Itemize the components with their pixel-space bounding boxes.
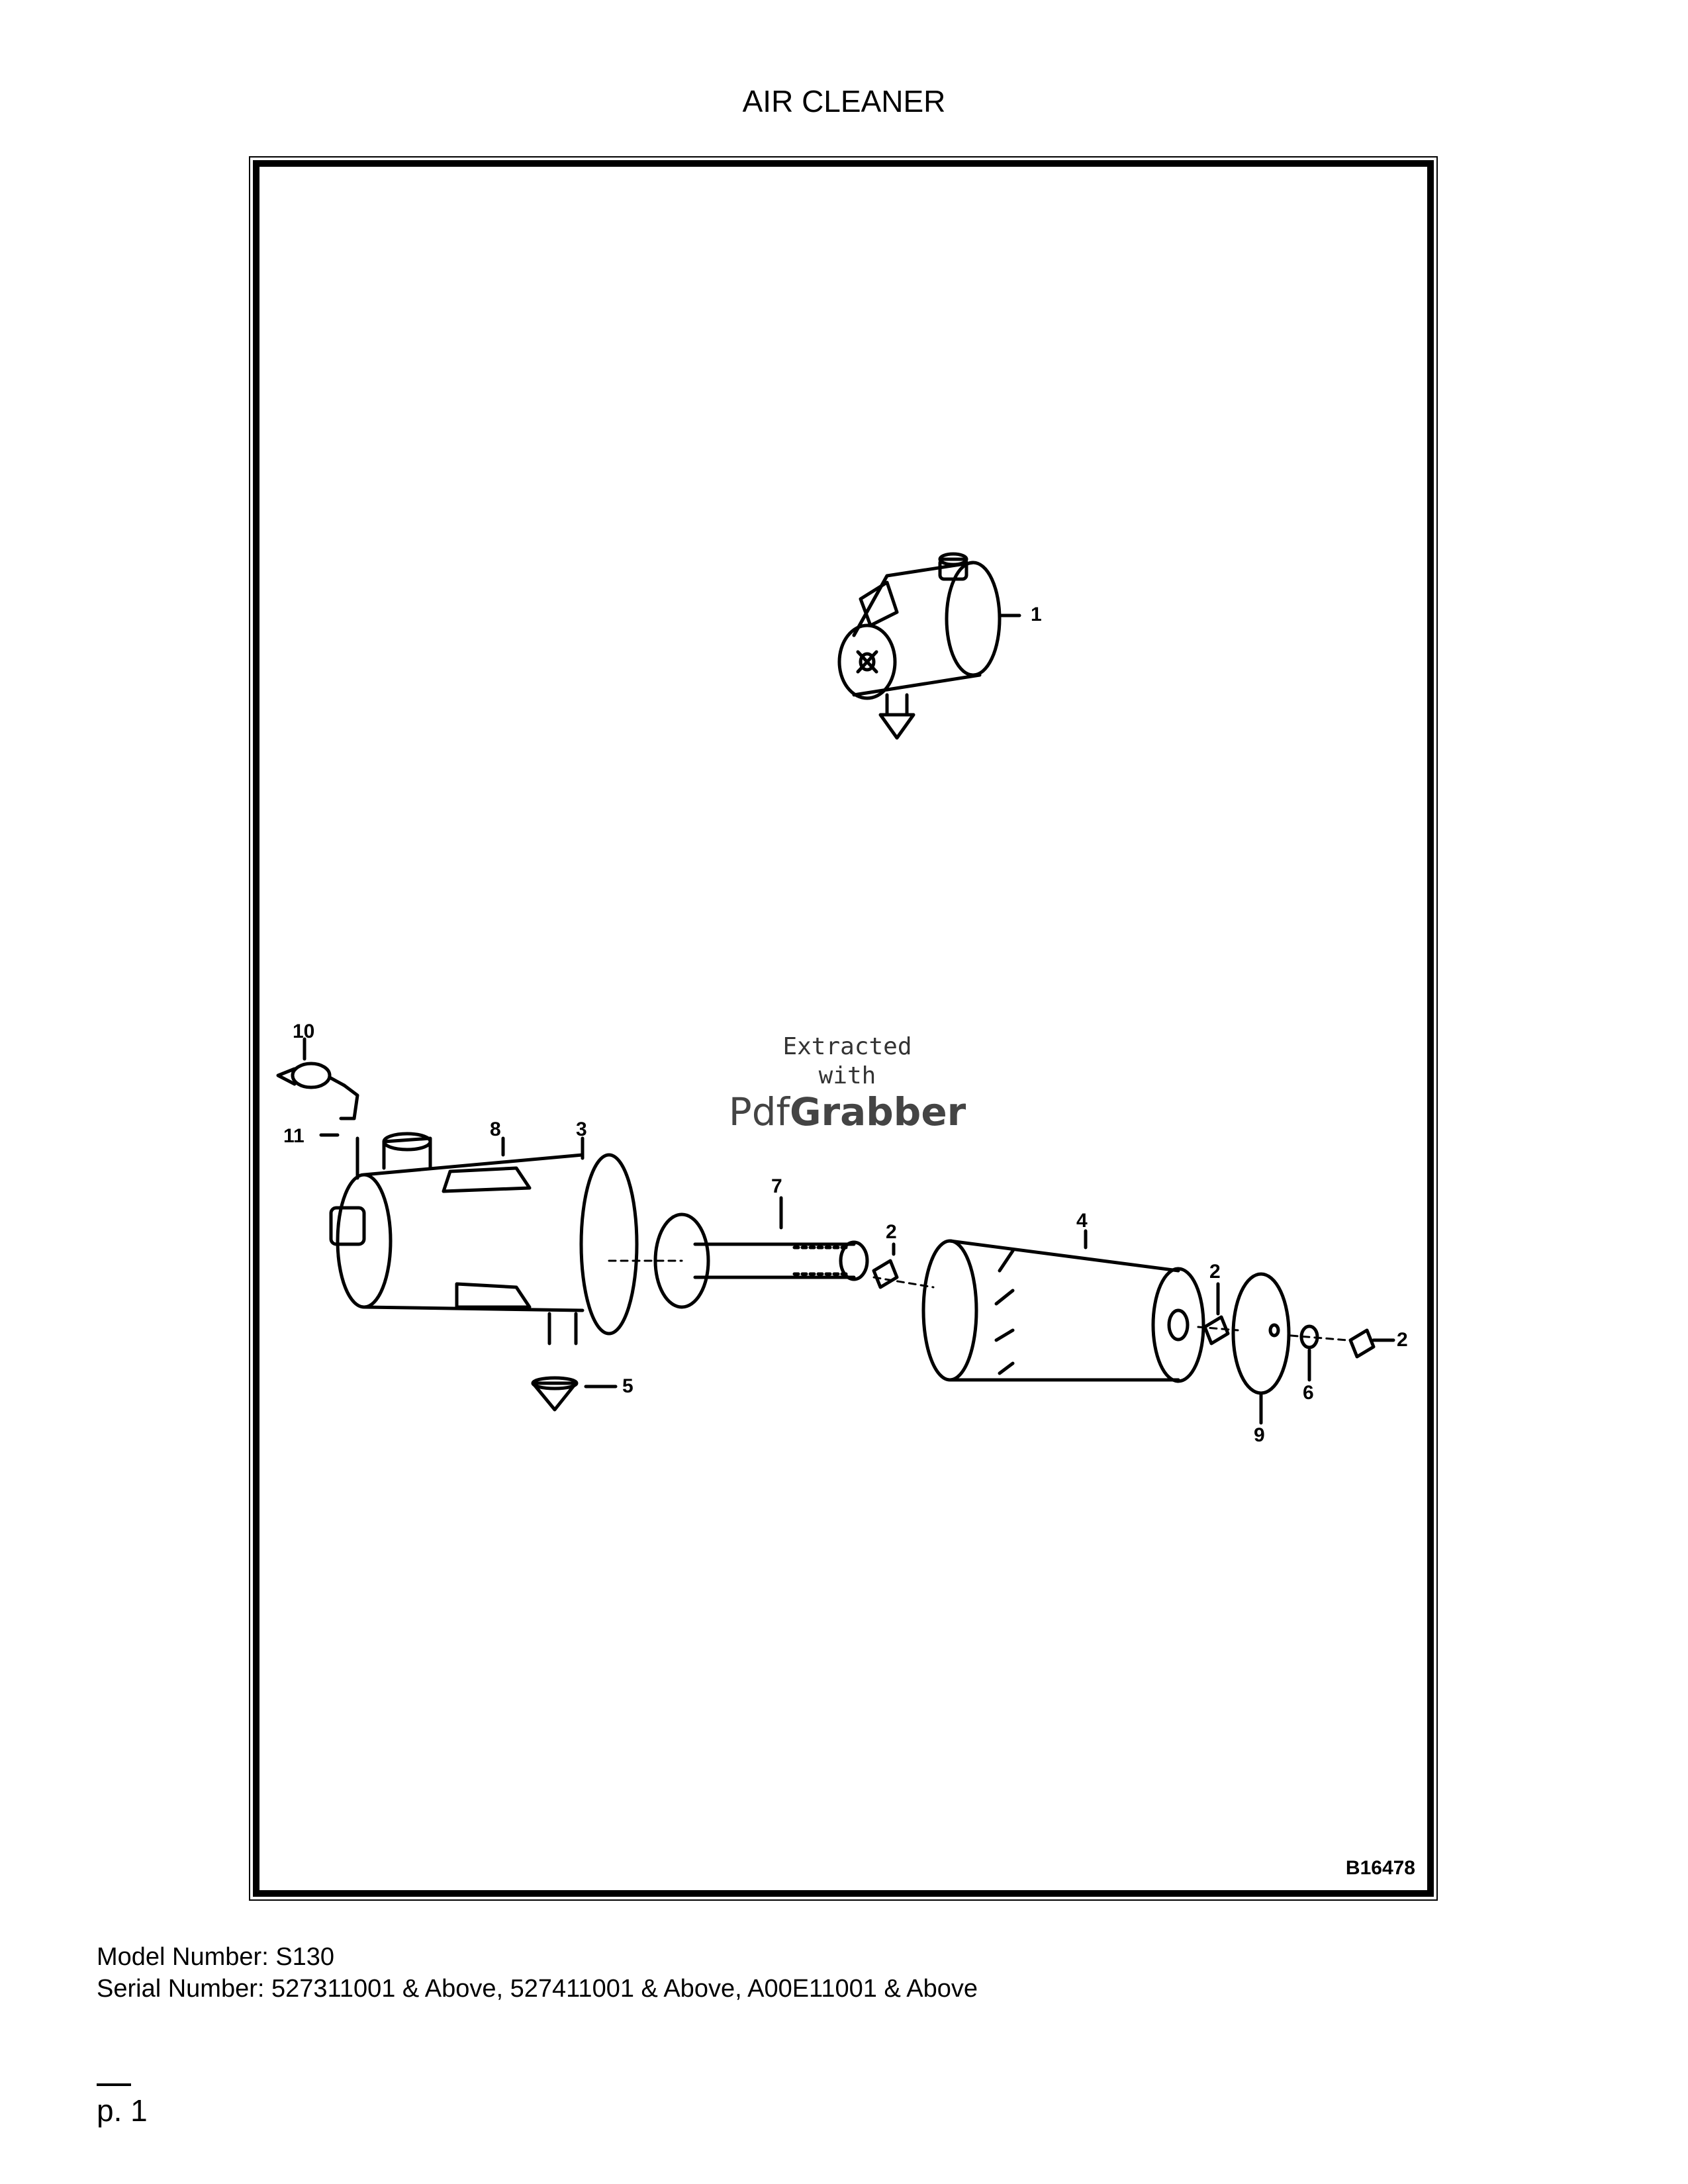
diagram-frame-outer <box>249 156 1438 1901</box>
cover-illustration <box>1231 1272 1291 1425</box>
callout-4: 4 <box>1076 1210 1088 1232</box>
watermark-line-1: Extracted <box>782 1033 912 1060</box>
callout-7: 7 <box>771 1175 782 1197</box>
watermark-brand: PdfGrabber <box>728 1091 966 1133</box>
page-number: p. 1 <box>97 2093 148 2128</box>
callout-2b: 2 <box>1209 1261 1221 1283</box>
primary-filter-illustration <box>921 1229 1205 1383</box>
callout-9: 9 <box>1254 1424 1265 1446</box>
page-number-rule <box>97 2083 131 2086</box>
callout-11: 11 <box>283 1125 305 1147</box>
callout-10: 10 <box>293 1021 315 1042</box>
callout-2a: 2 <box>886 1221 897 1243</box>
restriction-indicator-illustration <box>276 1037 346 1089</box>
model-number: Model Number: S130 <box>97 1943 335 1971</box>
callout-3: 3 <box>576 1118 587 1140</box>
diagram-frame <box>253 160 1434 1897</box>
wing-nut-illustrations <box>872 1242 1395 1359</box>
watermark-brand-bold: Grabber <box>789 1089 966 1134</box>
watermark-brand-light: Pdf <box>728 1089 790 1134</box>
watermark-line-2: with <box>818 1062 876 1089</box>
dust-valve-illustration <box>531 1376 618 1412</box>
callout-2c: 2 <box>1397 1329 1408 1351</box>
figure-code: B16478 <box>1345 1857 1415 1879</box>
callout-8: 8 <box>490 1118 501 1140</box>
callout-1: 1 <box>1031 604 1042 625</box>
callout-6: 6 <box>1303 1382 1314 1404</box>
safety-element-illustration <box>653 1196 869 1309</box>
page-title: AIR CLEANER <box>742 84 946 118</box>
washer-illustration <box>1299 1324 1319 1382</box>
elbow-fitting-illustration <box>319 1083 359 1137</box>
watermark: Extracted with PdfGrabber <box>728 1032 966 1133</box>
air-cleaner-assembly-illustration <box>837 552 1021 740</box>
serial-number: Serial Number: 527311001 & Above, 527411… <box>97 1975 978 2003</box>
air-cleaner-housing-illustration <box>329 1132 639 1345</box>
callout-5: 5 <box>622 1375 633 1397</box>
assembly-centerline <box>608 1259 1348 1342</box>
